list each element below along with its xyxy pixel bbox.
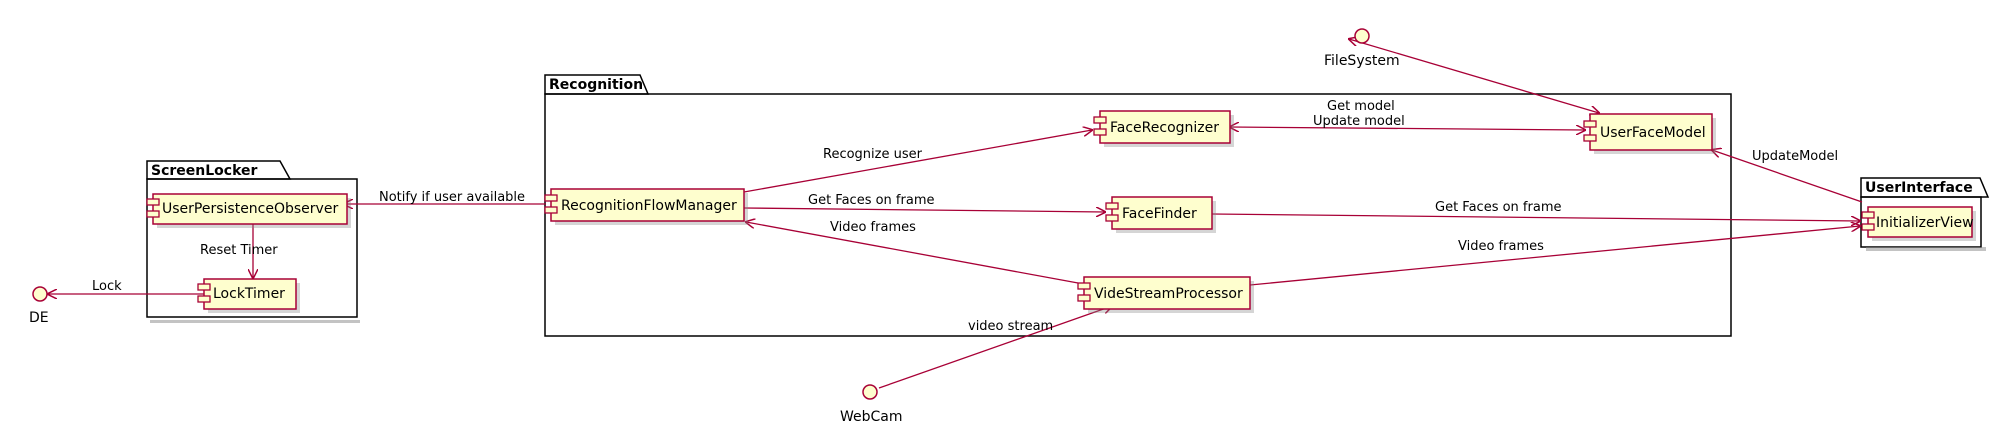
- webcam-icon: [862, 384, 878, 400]
- package-screenlocker-title: ScreenLocker: [151, 163, 258, 179]
- component-lock-timer[interactable]: LockTimer: [197, 278, 300, 313]
- interface-de: DE: [29, 286, 49, 326]
- component-face-recognizer[interactable]: FaceRecognizer: [1093, 110, 1234, 147]
- component-label: LockTimer: [213, 286, 285, 302]
- edge-get-faces-flow: [743, 208, 1105, 212]
- edge-video-frames-flow: [746, 222, 1079, 284]
- component-vide-stream-processor[interactable]: VideStreamProcessor: [1077, 276, 1254, 313]
- component-label: UserFaceModel: [1600, 125, 1706, 141]
- label-lock: Lock: [92, 279, 122, 294]
- edge-recognize-user: [743, 130, 1092, 193]
- interface-filesystem: FileSystem: [1324, 28, 1400, 69]
- interface-webcam: WebCam: [840, 384, 903, 425]
- component-face-finder[interactable]: FaceFinder: [1105, 196, 1216, 233]
- label-notify-user: Notify if user available: [379, 190, 525, 205]
- package-userinterface: UserInterface: [1860, 177, 1990, 251]
- package-recognition: Recognition: [544, 74, 1732, 337]
- edge-update-model-ui: [1712, 150, 1863, 203]
- component-recognition-flow-manager[interactable]: RecognitionFlowManager: [544, 188, 748, 225]
- label-get-faces-ui: Get Faces on frame: [1435, 200, 1561, 215]
- edge-video-frames-ui: [1249, 226, 1860, 286]
- edges: [48, 39, 1863, 389]
- label-reset-timer: Reset Timer: [200, 243, 278, 258]
- component-label: FaceRecognizer: [1110, 120, 1219, 136]
- component-label: VideStreamProcessor: [1094, 286, 1243, 302]
- component-label: FaceFinder: [1122, 206, 1197, 222]
- package-recognition-title: Recognition: [549, 77, 643, 93]
- label-update-model-rec: Update model: [1313, 114, 1405, 129]
- label-get-faces-flow: Get Faces on frame: [808, 193, 934, 208]
- interface-filesystem-label: FileSystem: [1324, 53, 1400, 69]
- edge-get-update-model: [1230, 127, 1585, 130]
- component-label: RecognitionFlowManager: [561, 198, 737, 214]
- filesystem-icon: [1354, 28, 1370, 44]
- edge-filesystem-model: [1349, 39, 1599, 113]
- component-label: UserPersistenceObserver: [162, 201, 338, 217]
- label-get-model: Get model: [1327, 99, 1395, 114]
- label-update-model-ui: UpdateModel: [1752, 149, 1838, 164]
- label-video-stream: video stream: [968, 319, 1053, 334]
- component-initializer-view[interactable]: InitializerView: [1861, 206, 1976, 241]
- edge-labels: Reset Timer Lock Notify if user availabl…: [92, 99, 1838, 334]
- label-video-frames-flow: Video frames: [830, 220, 916, 235]
- component-user-face-model[interactable]: UserFaceModel: [1583, 113, 1716, 154]
- de-icon: [32, 286, 48, 302]
- component-label: InitializerView: [1876, 215, 1974, 231]
- component-user-persistence-observer[interactable]: UserPersistenceObserver: [146, 193, 351, 228]
- label-recognize-user: Recognize user: [823, 147, 923, 162]
- edge-get-faces-ui: [1211, 213, 1860, 221]
- interface-webcam-label: WebCam: [840, 409, 903, 425]
- interface-de-label: DE: [29, 310, 49, 326]
- package-userinterface-title: UserInterface: [1865, 180, 1973, 196]
- edge-video-stream: [878, 306, 1112, 389]
- package-screenlocker: ScreenLocker: [146, 160, 360, 323]
- label-video-frames-ui: Video frames: [1458, 239, 1544, 254]
